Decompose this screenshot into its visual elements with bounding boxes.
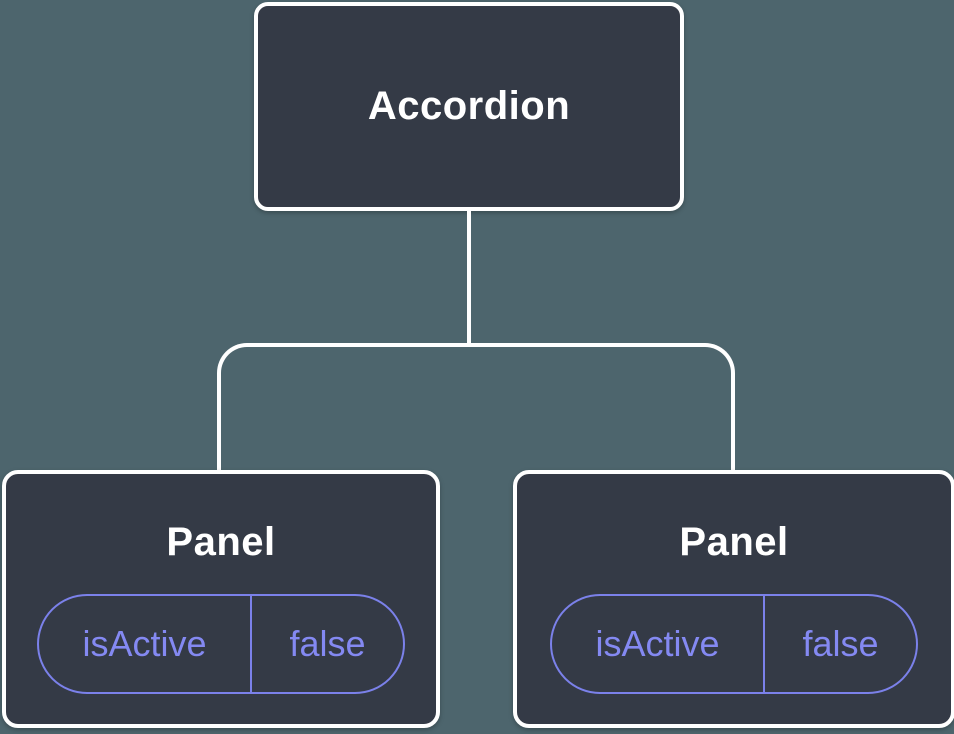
state-pill-right: isActive false	[550, 594, 918, 694]
node-panel-right-label: Panel	[679, 520, 789, 564]
node-accordion: Accordion	[254, 2, 684, 211]
node-panel-left: Panel isActive false	[2, 470, 440, 728]
node-panel-right: Panel isActive false	[513, 470, 954, 728]
state-name-label: isActive	[39, 596, 253, 692]
state-value-label: false	[289, 623, 366, 664]
state-value-label: false	[802, 623, 879, 664]
connector-branch-bracket	[217, 343, 735, 470]
node-accordion-label: Accordion	[367, 84, 571, 128]
connector-root-stem	[467, 209, 471, 345]
state-name-label: isActive	[552, 596, 766, 692]
node-panel-left-label: Panel	[166, 520, 276, 564]
state-pill-left: isActive false	[37, 594, 405, 694]
